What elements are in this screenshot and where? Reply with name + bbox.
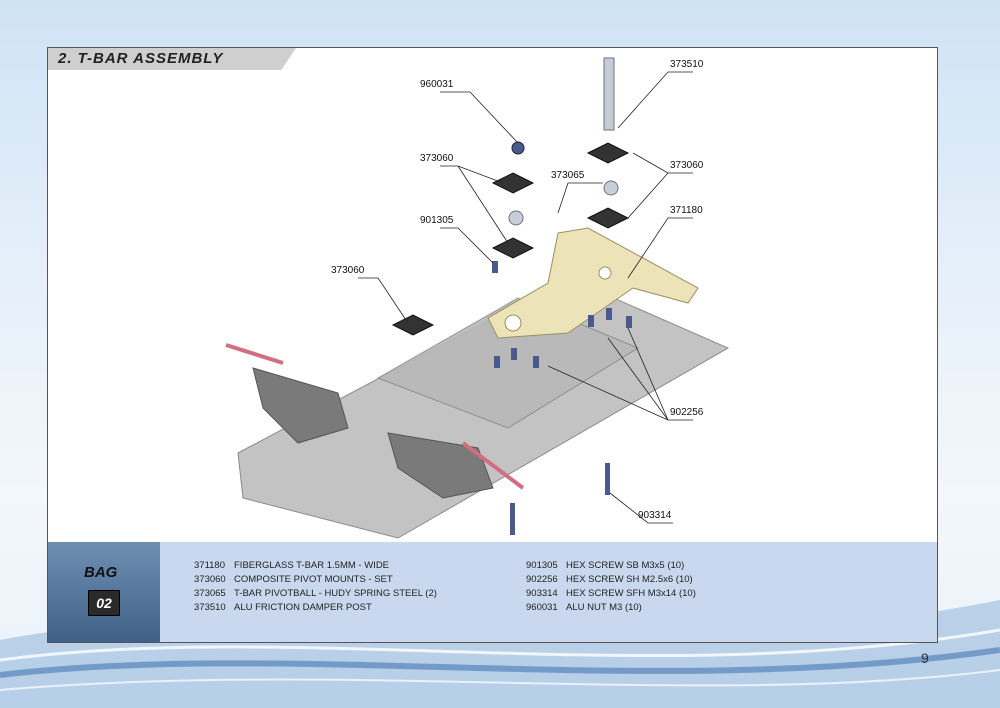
callout-label-960031: 960031 xyxy=(420,79,454,90)
exploded-diagram: 373510 960031 373060 373065 373060 90130… xyxy=(225,57,730,539)
part-desc: T-BAR PIVOTBALL - HUDY SPRING STEEL (2) xyxy=(234,588,437,599)
front-axle-right xyxy=(461,441,525,490)
part-desc: FIBERGLASS T-BAR 1.5MM - WIDE xyxy=(234,560,390,571)
parts-list-left: 371180 FIBERGLASS T-BAR 1.5MM - WIDE 3730… xyxy=(194,559,437,615)
pivot-mount-mid-left xyxy=(491,237,535,259)
part-code: 373060 xyxy=(194,574,226,585)
part-row: 371180 FIBERGLASS T-BAR 1.5MM - WIDE xyxy=(194,559,437,573)
callout-label-371180: 371180 xyxy=(670,205,703,216)
part-row: 902256 HEX SCREW SH M2.5x6 (10) xyxy=(526,573,696,587)
section-title: 2. T-BAR ASSEMBLY xyxy=(58,50,224,67)
damper-post xyxy=(603,57,615,131)
part-code: 960031 xyxy=(526,602,558,613)
part-row: 901305 HEX SCREW SB M3x5 (10) xyxy=(526,559,696,573)
part-code: 371180 xyxy=(194,560,225,571)
callout-label-373060-chassis: 373060 xyxy=(331,265,365,276)
callout-label-373060-right: 373060 xyxy=(670,160,704,171)
assembly-frame: 2. T-BAR ASSEMBLY xyxy=(47,47,938,643)
screw-902256-e xyxy=(606,308,612,320)
screw-902256-f xyxy=(626,316,632,328)
callout-label-902256: 902256 xyxy=(670,407,704,418)
screw-903314-b xyxy=(510,503,515,535)
part-desc: ALU FRICTION DAMPER POST xyxy=(234,602,372,613)
screw-902256-a xyxy=(494,356,500,368)
part-code: 373510 xyxy=(194,602,226,613)
screw-902256-b xyxy=(511,348,517,360)
part-code: 373065 xyxy=(194,588,226,599)
callout-label-903314: 903314 xyxy=(638,510,672,521)
bag-label: BAG xyxy=(84,564,118,581)
part-row: 373060 COMPOSITE PIVOT MOUNTS - SET xyxy=(194,573,437,587)
screw-901305 xyxy=(492,261,498,273)
part-desc: HEX SCREW SFH M3x14 (10) xyxy=(566,588,696,599)
part-desc: HEX SCREW SB M3x5 (10) xyxy=(566,560,685,571)
chassis-top-deck xyxy=(376,297,640,429)
part-row: 960031 ALU NUT M3 (10) xyxy=(526,601,696,615)
screw-902256-d xyxy=(588,315,594,327)
part-row: 373510 ALU FRICTION DAMPER POST xyxy=(194,601,437,615)
parts-list-panel: BAG 02 371180 FIBERGLASS T-BAR 1.5MM - WI… xyxy=(48,542,937,642)
callout-label-901305: 901305 xyxy=(420,215,454,226)
pivot-mount-mid-right xyxy=(586,207,630,229)
part-row: 373065 T-BAR PIVOTBALL - HUDY SPRING STEE… xyxy=(194,587,437,601)
callout-label-373510: 373510 xyxy=(670,59,704,70)
bag-number: 02 xyxy=(88,590,120,616)
part-desc: HEX SCREW SH M2.5x6 (10) xyxy=(566,574,693,585)
pivot-mount-top-left xyxy=(491,172,535,194)
callout-label-373065: 373065 xyxy=(551,170,585,181)
page-number: 9 xyxy=(921,650,929,666)
part-desc: COMPOSITE PIVOT MOUNTS - SET xyxy=(234,574,393,585)
front-suspension-left xyxy=(252,367,349,444)
pivot-mount-chassis xyxy=(391,314,435,336)
part-code: 903314 xyxy=(526,588,558,599)
title-banner xyxy=(48,48,296,70)
pivot-ball-right xyxy=(603,180,619,196)
bag-indicator: BAG 02 xyxy=(48,542,160,642)
front-axle-left xyxy=(225,343,284,365)
pivot-ball-left xyxy=(508,210,524,226)
t-bar xyxy=(487,227,699,339)
alu-nut xyxy=(511,141,525,155)
part-row: 903314 HEX SCREW SFH M3x14 (10) xyxy=(526,587,696,601)
pivot-mount-top-right xyxy=(586,142,630,164)
screw-902256-c xyxy=(533,356,539,368)
part-code: 901305 xyxy=(526,560,558,571)
part-desc: ALU NUT M3 (10) xyxy=(566,602,642,613)
callout-label-373060-top: 373060 xyxy=(420,153,454,164)
screw-903314-a xyxy=(605,463,610,495)
part-code: 902256 xyxy=(526,574,558,585)
